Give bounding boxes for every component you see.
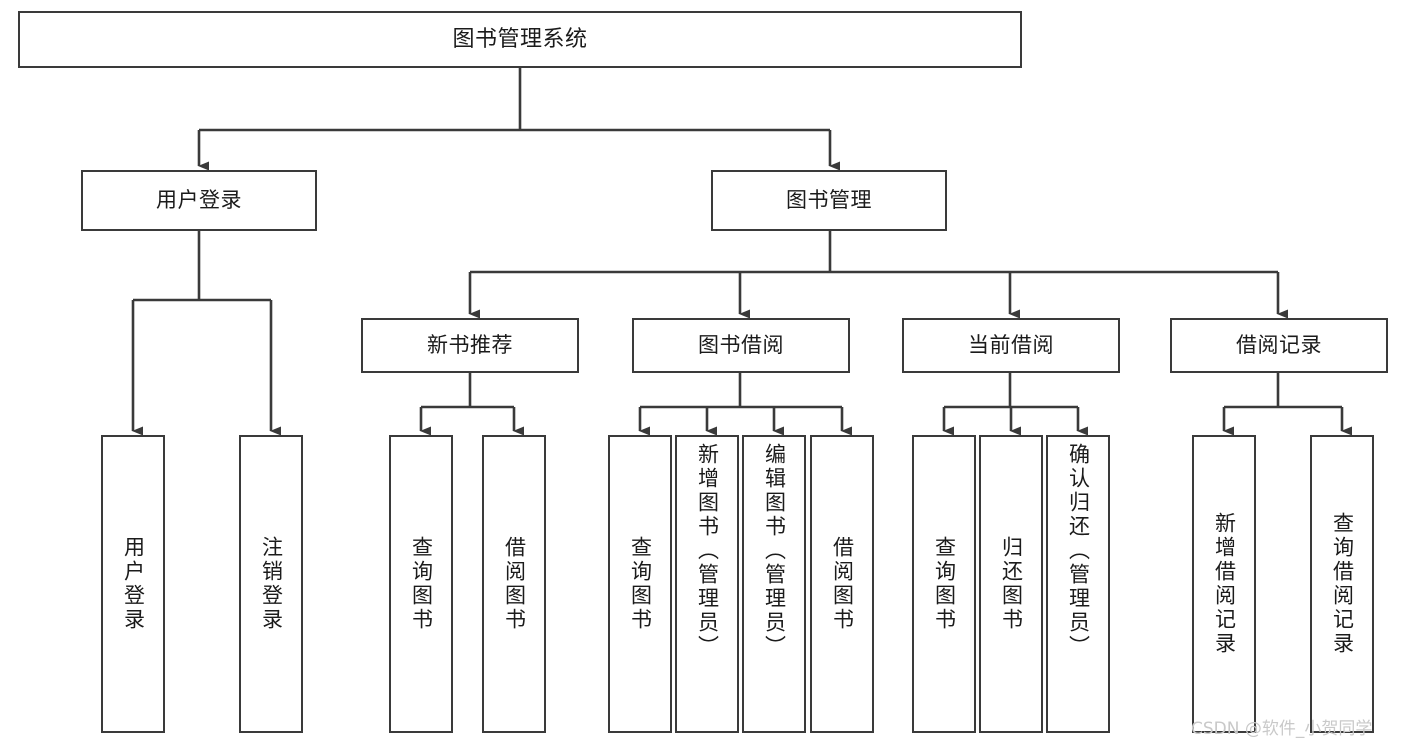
node-label: 新增借阅记录 <box>1212 512 1237 656</box>
node-book-borrow[interactable]: 图书借阅 <box>632 318 850 373</box>
leaf-logout-login[interactable]: 注销登录 <box>239 435 303 733</box>
node-label: 图书管理 <box>786 188 872 213</box>
node-label: 查询图书 <box>628 536 653 632</box>
node-label: 查询图书 <box>409 536 434 632</box>
leaf-user-login[interactable]: 用户登录 <box>101 435 165 733</box>
leaf-add-book-admin[interactable]: 新增图书（管理员） <box>675 435 739 733</box>
node-label: 借阅记录 <box>1236 333 1322 358</box>
leaf-add-borrow-record[interactable]: 新增借阅记录 <box>1192 435 1256 733</box>
node-label: 新书推荐 <box>427 333 513 358</box>
leaf-borrow-book[interactable]: 借阅图书 <box>810 435 874 733</box>
leaf-confirm-return-admin[interactable]: 确认归还（管理员） <box>1046 435 1110 733</box>
node-label: 图书管理系统 <box>452 26 588 52</box>
node-label: 当前借阅 <box>968 333 1054 358</box>
leaf-query-book-current[interactable]: 查询图书 <box>912 435 976 733</box>
node-root-system[interactable]: 图书管理系统 <box>18 11 1022 68</box>
leaf-query-book-recommend[interactable]: 查询图书 <box>389 435 453 733</box>
leaf-query-borrow-record[interactable]: 查询借阅记录 <box>1310 435 1374 733</box>
node-borrow-record[interactable]: 借阅记录 <box>1170 318 1388 373</box>
leaf-return-book[interactable]: 归还图书 <box>979 435 1043 733</box>
node-label: 借阅图书 <box>502 536 527 632</box>
node-current-borrow[interactable]: 当前借阅 <box>902 318 1120 373</box>
node-label: 新增图书（管理员） <box>695 443 720 659</box>
node-label: 用户登录 <box>156 188 242 213</box>
node-label: 图书借阅 <box>698 333 784 358</box>
node-label: 查询借阅记录 <box>1330 512 1355 656</box>
node-book-management[interactable]: 图书管理 <box>711 170 947 231</box>
node-label: 注销登录 <box>259 536 284 632</box>
node-label: 编辑图书（管理员） <box>762 443 787 659</box>
node-new-book-recommend[interactable]: 新书推荐 <box>361 318 579 373</box>
leaf-query-book-borrow[interactable]: 查询图书 <box>608 435 672 733</box>
node-label: 确认归还（管理员） <box>1066 443 1091 659</box>
node-label: 用户登录 <box>121 536 146 632</box>
leaf-borrow-book-recommend[interactable]: 借阅图书 <box>482 435 546 733</box>
node-label: 查询图书 <box>932 536 957 632</box>
leaf-edit-book-admin[interactable]: 编辑图书（管理员） <box>742 435 806 733</box>
node-label: 借阅图书 <box>830 536 855 632</box>
node-label: 归还图书 <box>999 536 1024 632</box>
node-user-login[interactable]: 用户登录 <box>81 170 317 231</box>
